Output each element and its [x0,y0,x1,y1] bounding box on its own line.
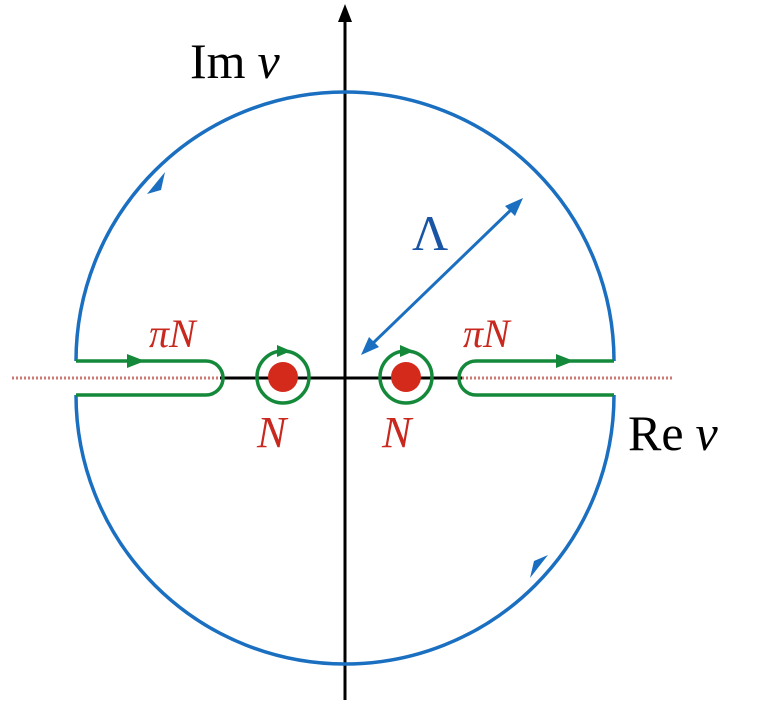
pole-label-left: N [256,408,289,457]
radius-label: Λ [412,205,448,261]
large-contour-upper [74,90,616,362]
radius-arrow-inner-icon [361,337,379,355]
contour-arrow-lower-icon [530,555,548,578]
pole-arrow-right-icon [400,345,414,357]
pole-arrow-left-icon [277,345,291,357]
pole-right [391,362,421,392]
cut-arrow-left-icon [127,354,145,368]
cut-contour-right [457,359,614,397]
radius-line [366,203,518,350]
cut-label-right: πN [463,311,512,356]
pole-left [268,362,298,392]
cut-label-left: πN [149,311,198,356]
contour-arrow-upper-icon [147,172,165,194]
radius-arrow-outer-icon [505,198,523,216]
large-contour-lower [74,394,616,666]
cut-contour-left [76,359,225,397]
cut-arrow-right-icon [556,354,574,368]
imaginary-axis-arrow-icon [338,4,352,22]
pole-label-right: N [381,408,414,457]
